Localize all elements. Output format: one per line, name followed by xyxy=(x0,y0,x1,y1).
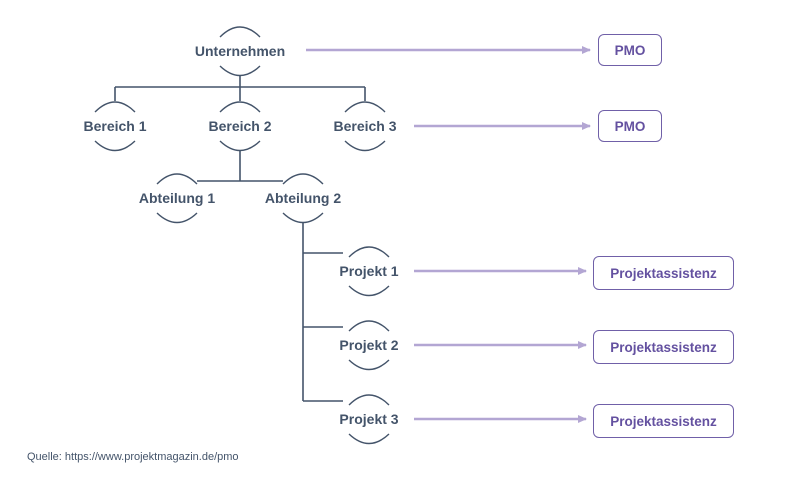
target-pmo-bereich: PMO xyxy=(598,110,662,142)
arc-bottom-abteilung-2 xyxy=(282,212,324,224)
target-projektassistenz-1: Projektassistenz xyxy=(593,256,734,290)
arc-bottom-bereich-1 xyxy=(94,140,136,152)
target-projektassistenz-3: Projektassistenz xyxy=(593,404,734,438)
arc-top-projekt-2 xyxy=(348,320,390,332)
arc-top-bereich-3 xyxy=(344,101,386,113)
node-unternehmen: Unternehmen xyxy=(194,43,286,59)
node-abteilung-2: Abteilung 2 xyxy=(264,190,342,206)
arc-top-abteilung-1 xyxy=(156,173,198,185)
node-abteilung-1: Abteilung 1 xyxy=(138,190,216,206)
node-bereich-1: Bereich 1 xyxy=(83,118,147,134)
arc-bottom-projekt-1 xyxy=(348,285,390,297)
arc-top-projekt-3 xyxy=(348,394,390,406)
arc-bottom-projekt-2 xyxy=(348,359,390,371)
node-bereich-3: Bereich 3 xyxy=(333,118,397,134)
arc-bottom-abteilung-1 xyxy=(156,212,198,224)
node-bereich-2: Bereich 2 xyxy=(208,118,272,134)
node-projekt-1: Projekt 1 xyxy=(339,263,399,279)
arc-top-bereich-1 xyxy=(94,101,136,113)
arc-top-projekt-1 xyxy=(348,246,390,258)
target-projektassistenz-2: Projektassistenz xyxy=(593,330,734,364)
node-projekt-3: Projekt 3 xyxy=(339,411,399,427)
arc-top-abteilung-2 xyxy=(282,173,324,185)
arc-bottom-bereich-2 xyxy=(219,140,261,152)
arc-bottom-unternehmen xyxy=(219,65,261,77)
arc-bottom-projekt-3 xyxy=(348,433,390,445)
source-caption: Quelle: https://www.projektmagazin.de/pm… xyxy=(27,451,239,463)
arc-top-unternehmen xyxy=(219,26,261,38)
target-pmo-unternehmen: PMO xyxy=(598,34,662,66)
arc-top-bereich-2 xyxy=(219,101,261,113)
node-projekt-2: Projekt 2 xyxy=(339,337,399,353)
arc-bottom-bereich-3 xyxy=(344,140,386,152)
